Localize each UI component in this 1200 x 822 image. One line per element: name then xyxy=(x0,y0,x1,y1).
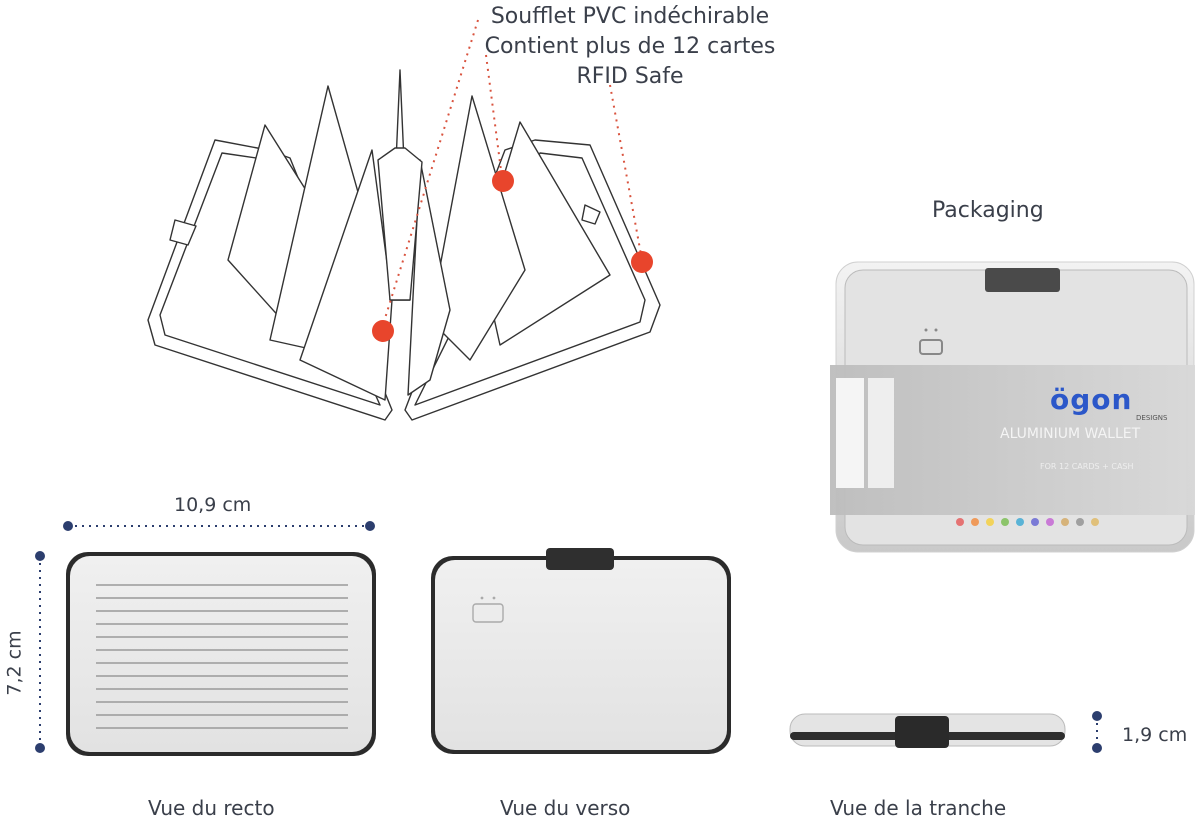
wallet-side xyxy=(789,713,1066,748)
callout-line-2: Contient plus de 12 cartes xyxy=(484,34,776,59)
marker-dot xyxy=(631,251,653,273)
marker-dot xyxy=(372,320,394,342)
height-label: 7,2 cm xyxy=(3,630,26,696)
product-name: ALUMINIUM WALLET xyxy=(1000,426,1141,442)
packaging-title: Packaging xyxy=(932,198,1044,223)
caption-tranche: Vue de la tranche xyxy=(830,796,1007,820)
wallet-front xyxy=(66,552,376,756)
callout-line-3: RFID Safe xyxy=(576,64,684,89)
wallet-back xyxy=(431,548,731,754)
cards-line: FOR 12 CARDS + CASH xyxy=(1040,462,1134,471)
caption-recto: Vue du recto xyxy=(148,796,275,820)
feature-callout: Soufflet PVC indéchirable Contient plus … xyxy=(470,2,790,92)
brand-subtext: DESIGNS xyxy=(1136,414,1168,422)
caption-verso: Vue du verso xyxy=(500,796,631,820)
brand-logo: ögon xyxy=(1050,383,1133,416)
callout-line-1: Soufflet PVC indéchirable xyxy=(490,4,770,29)
marker-dot xyxy=(492,170,514,192)
width-label: 10,9 cm xyxy=(174,494,252,516)
thickness-label: 1,9 cm xyxy=(1122,724,1188,746)
